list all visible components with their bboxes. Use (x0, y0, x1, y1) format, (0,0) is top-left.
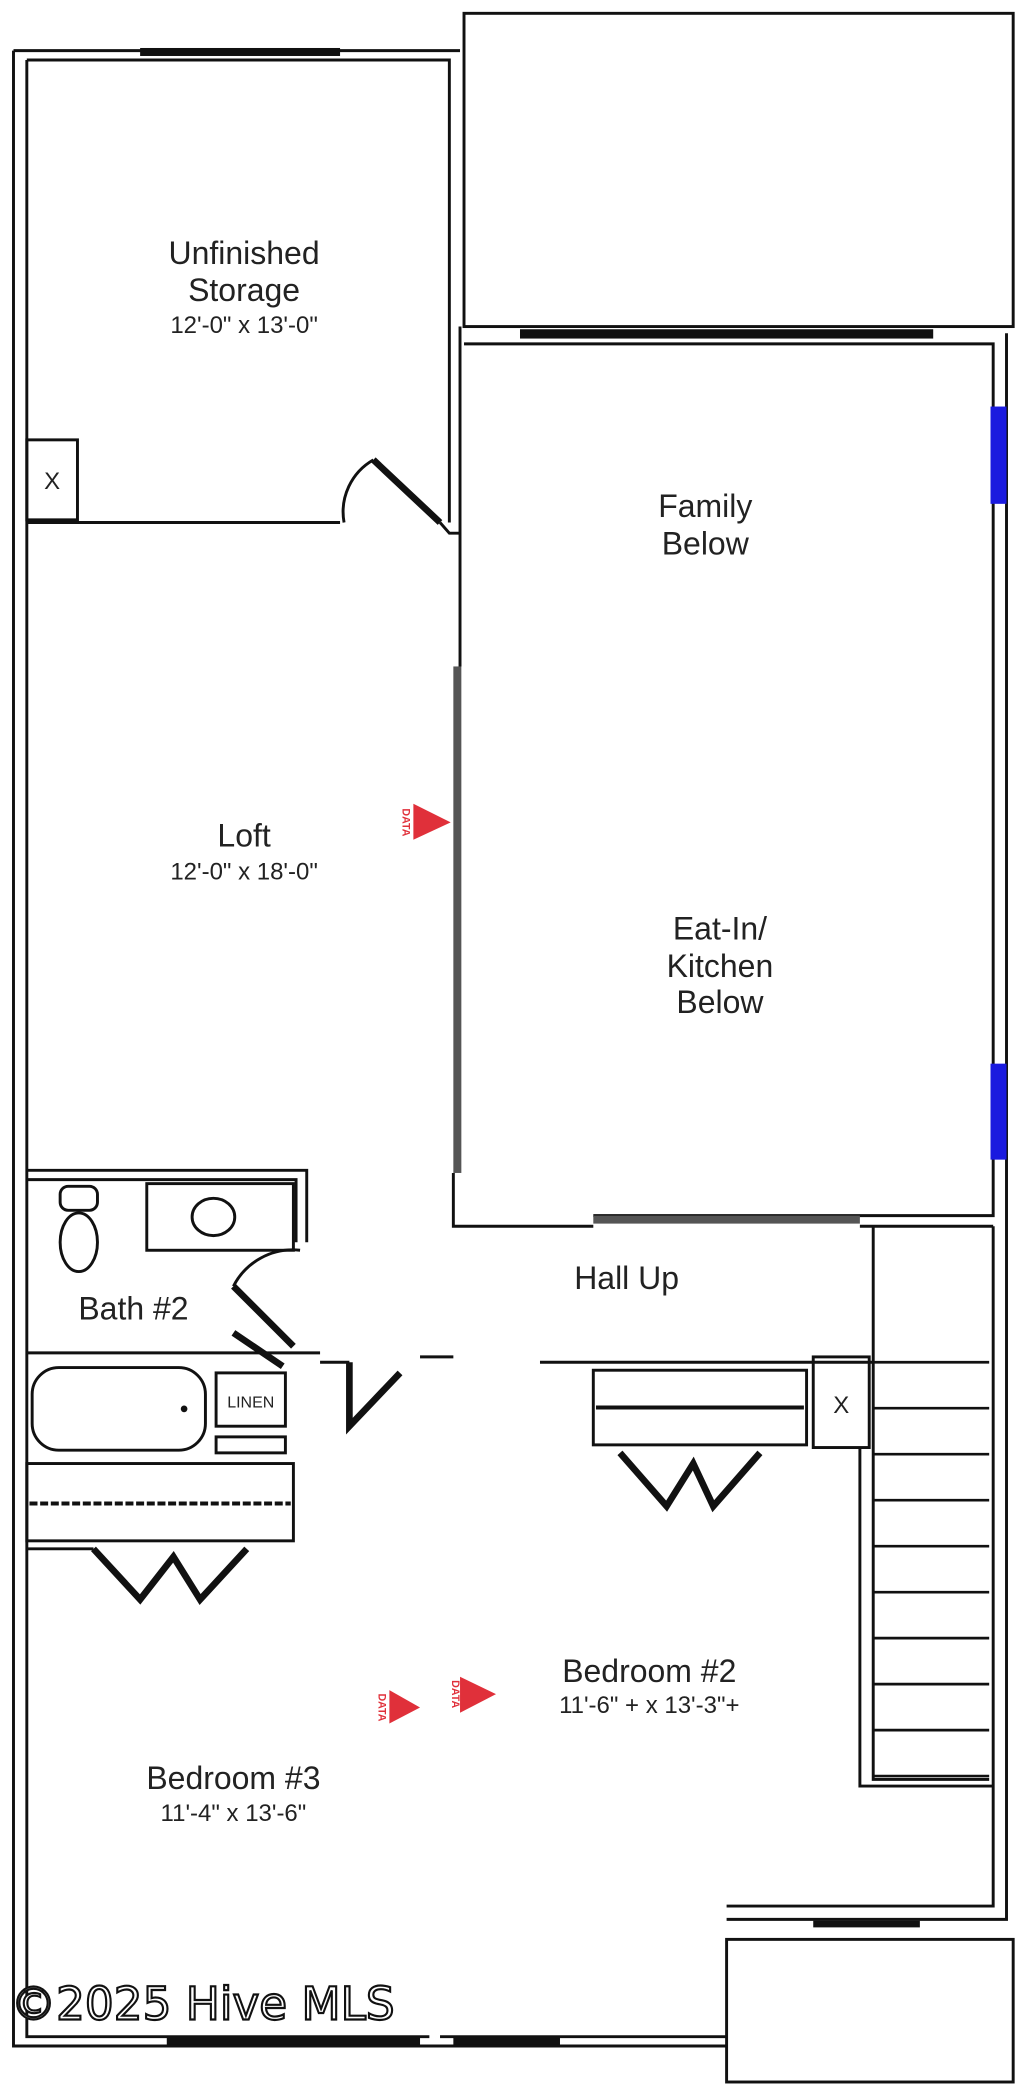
family-label: Below (662, 525, 750, 561)
data-marker-label: DATA (400, 808, 412, 836)
attic-access-marker: X (44, 468, 60, 495)
hall-label: Hall Up (574, 1260, 679, 1296)
watermark: ©2025 Hive MLS (11, 1977, 395, 2030)
kitchen-label: Kitchen (667, 948, 774, 984)
bedroom2-label: Bedroom #2 (562, 1653, 736, 1689)
bedroom2-dims: 11'-6" + x 13'-3"+ (559, 1692, 739, 1719)
doors (231, 457, 443, 1369)
loft-label: Loft (217, 817, 270, 853)
data-marker-icon (460, 1676, 497, 1713)
staircase (873, 1360, 990, 1778)
attic-access-marker: X (833, 1392, 849, 1419)
toilet-icon (58, 1211, 99, 1274)
bath-label: Bath #2 (78, 1291, 188, 1327)
data-markers (389, 803, 497, 1724)
data-marker-label: DATA (449, 1680, 461, 1708)
storage-label: Unfinished (169, 235, 320, 271)
kitchen-label: Below (676, 984, 764, 1020)
data-marker-icon (389, 1690, 421, 1724)
kitchen-label: Eat-In/ (673, 911, 767, 947)
bedroom3-dims: 11'-4" x 13'-6" (161, 1800, 307, 1827)
storage-dims: 12'-0" x 13'-0" (170, 312, 318, 339)
windows (140, 47, 1007, 2045)
family-label: Family (658, 488, 752, 524)
loft-dims: 12'-0" x 18'-0" (170, 859, 318, 886)
toilet-tank-icon (58, 1184, 99, 1212)
data-marker-icon (413, 803, 451, 840)
window-blue (990, 406, 1007, 504)
linen-label: LINEN (227, 1395, 274, 1412)
fixtures (58, 1184, 237, 1413)
storage-label: Storage (188, 272, 300, 308)
sink-icon (190, 1196, 237, 1238)
bedroom3-label: Bedroom #3 (146, 1760, 320, 1796)
walls (12, 11, 1015, 2084)
window-blue (990, 1063, 1007, 1160)
data-marker-label: DATA (376, 1693, 388, 1721)
